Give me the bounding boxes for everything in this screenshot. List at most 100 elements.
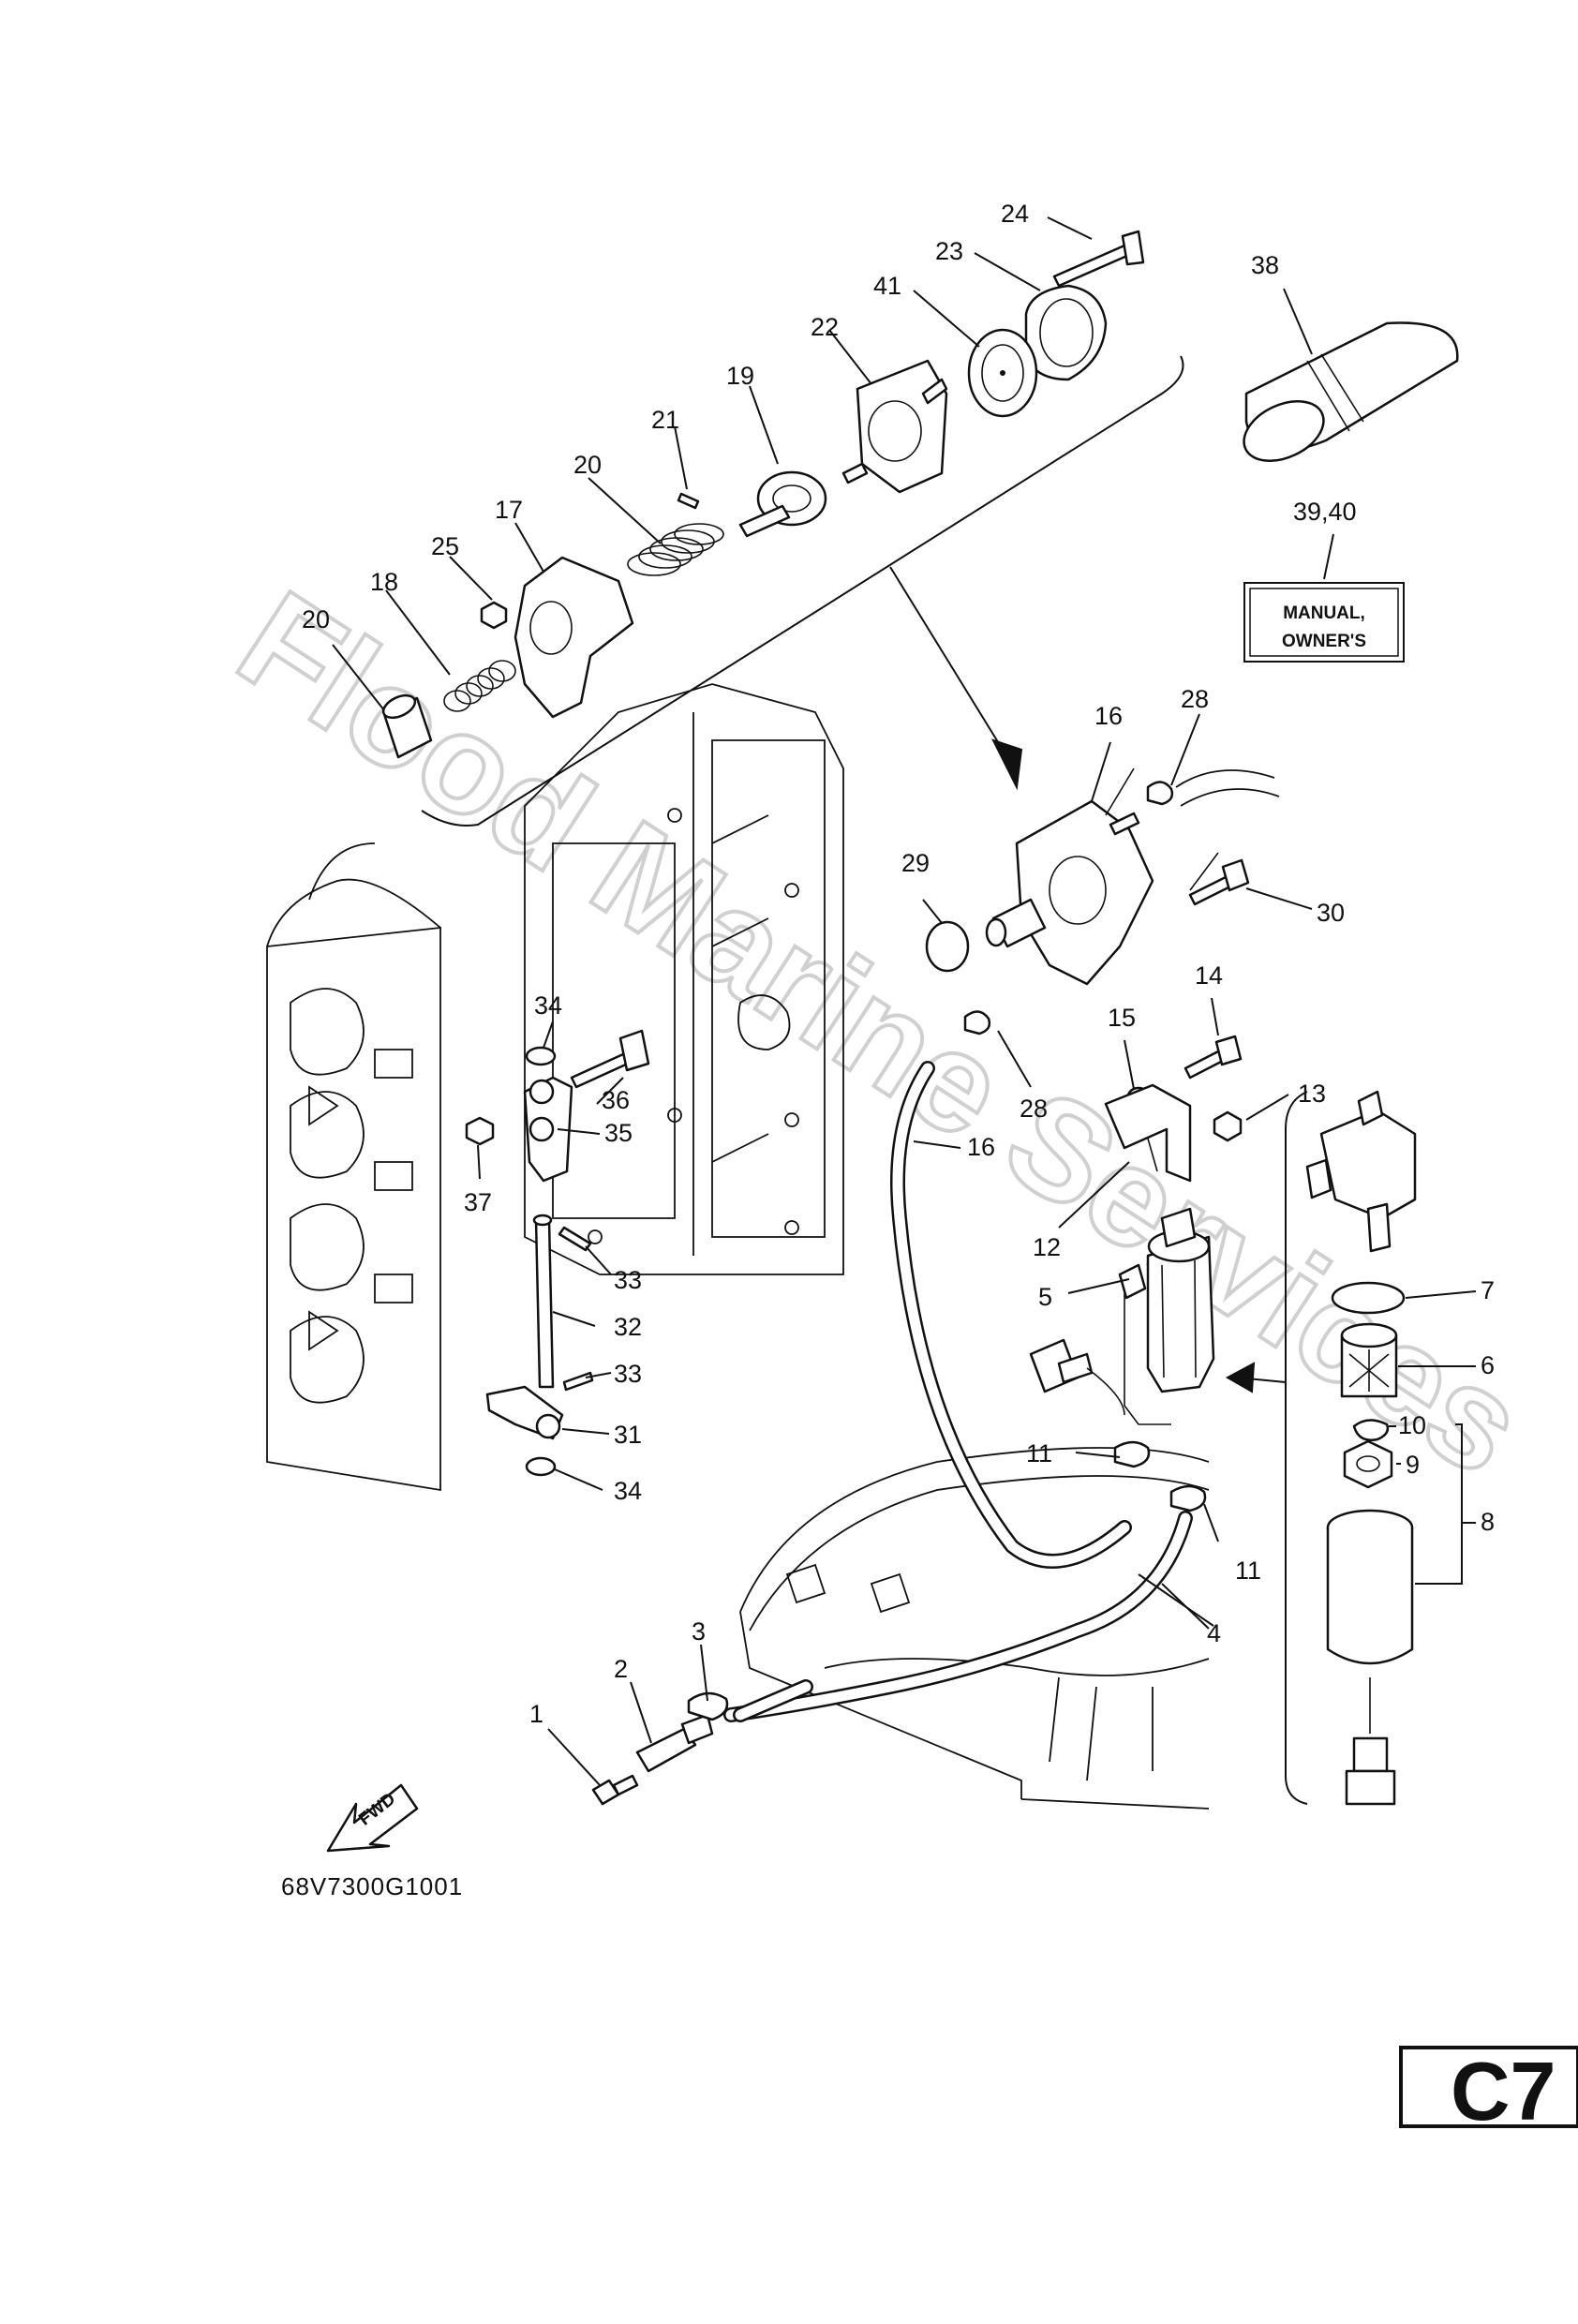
- callout-23: 21: [651, 406, 679, 434]
- part-38-sleeve: [1243, 321, 1459, 462]
- callout-25: 23: [935, 237, 963, 265]
- callout-27: 25: [431, 532, 459, 560]
- part-2-nipple: [635, 1713, 714, 1773]
- part-9-nut: [1343, 1439, 1393, 1489]
- part-23-pin: [677, 492, 700, 510]
- part-27-nut: [480, 601, 508, 630]
- part-21-spring: [627, 523, 724, 576]
- part-12-bracket: [1104, 1083, 1192, 1183]
- callout-28-lower: 28: [1020, 1095, 1048, 1123]
- filter-head: [1305, 1090, 1417, 1253]
- callout-8: 8: [1481, 1508, 1495, 1536]
- callout-12: 12: [1033, 1233, 1061, 1261]
- part-1-screw: [591, 1774, 639, 1806]
- part-35-joint: [523, 1076, 573, 1183]
- filter-connector: [1029, 1338, 1125, 1416]
- callout-30: 30: [1317, 899, 1345, 927]
- part-28-clip-lower: [963, 1010, 991, 1035]
- part-28-clip-upper: [1146, 781, 1174, 806]
- callout-33-lower: 33: [614, 1360, 642, 1388]
- callout-11-left: 11: [1026, 1439, 1052, 1467]
- callout-13: 13: [1298, 1080, 1326, 1108]
- part-36-bolt: [570, 1029, 650, 1089]
- callout-9: 9: [1406, 1451, 1420, 1479]
- part-29-o-ring: [925, 920, 970, 973]
- part-8-filter-cup: [1326, 1509, 1414, 1806]
- bottom-cowling: [739, 1447, 1210, 1810]
- callout-37: 37: [464, 1188, 492, 1216]
- part-3-clip: [687, 1691, 729, 1721]
- callout-31: 31: [614, 1421, 642, 1449]
- part-26-screw: [1052, 230, 1145, 288]
- part-18-housing: [514, 556, 634, 719]
- page-tag: C7: [1399, 2045, 1578, 2138]
- pump-outlet-hose: [1175, 769, 1280, 807]
- callout-35: 35: [604, 1119, 633, 1147]
- callout-22: 19: [726, 362, 754, 390]
- intake-manifold: [266, 842, 441, 1492]
- callout-34-lower: 34: [614, 1477, 642, 1505]
- callout-33-upper: 33: [614, 1266, 642, 1294]
- part-34-washer-lower: [525, 1456, 557, 1477]
- callout-19: 18: [370, 568, 398, 596]
- callout-14: 14: [1195, 961, 1223, 990]
- fwd-arrow: FWD: [326, 1783, 419, 1853]
- part-13-nut: [1213, 1110, 1243, 1142]
- callout-39-40: 39,40: [1293, 498, 1357, 526]
- callout-17: 16: [1094, 702, 1123, 730]
- part-41-diaphragm: [967, 328, 1038, 418]
- callout-20: 20: [302, 605, 330, 633]
- part-14-bolt: [1184, 1035, 1243, 1080]
- callout-6: 6: [1481, 1351, 1495, 1379]
- callout-1: 1: [529, 1700, 543, 1728]
- part-11-clip-left: [1113, 1440, 1151, 1468]
- part-17-fuel-pump: [985, 767, 1219, 986]
- part-5-fuel-filter: [1118, 1207, 1215, 1425]
- callout-7: 7: [1481, 1276, 1495, 1304]
- part-11-clip-right: [1169, 1484, 1207, 1512]
- callout-15: 15: [1108, 1004, 1136, 1032]
- callout-16: 16: [967, 1133, 995, 1161]
- callout-24: 22: [811, 313, 839, 341]
- part-25-cover: [1024, 284, 1108, 381]
- part-6-strainer: [1340, 1322, 1398, 1398]
- exploded-view-bracket: [421, 355, 1184, 827]
- part-20-collar: [381, 693, 433, 759]
- callout-3: 3: [692, 1617, 706, 1646]
- callout-28-upper: 28: [1181, 685, 1209, 713]
- callout-18: 17: [495, 496, 523, 524]
- part-30-bolt: [1188, 858, 1250, 906]
- part-37-plug: [465, 1116, 495, 1146]
- callout-26: 24: [1001, 200, 1029, 228]
- part-7-o-ring: [1331, 1281, 1406, 1315]
- callout-10: 10: [1398, 1411, 1426, 1439]
- callout-41: 41: [873, 272, 901, 300]
- callout-29: 29: [901, 849, 930, 877]
- owners-label-line2: OWNER'S: [1282, 632, 1366, 651]
- leader-lines: [332, 216, 1477, 1786]
- callout-36: 36: [602, 1086, 630, 1114]
- part-33-pin-lower: [562, 1371, 594, 1392]
- callouts: 24 23 41 22 19 21 20 17 25 18 20 38 39,4…: [302, 200, 1495, 1728]
- part-34-washer-upper: [525, 1046, 557, 1066]
- part-32-pipe: [532, 1214, 555, 1389]
- owners-manual-box: MANUAL, OWNER'S: [1243, 582, 1405, 663]
- callout-34-upper: 34: [534, 991, 562, 1020]
- callout-2: 2: [614, 1655, 628, 1683]
- callout-38: 38: [1251, 251, 1279, 279]
- page-tag-text: C7: [1451, 2045, 1556, 2138]
- diagram-code: 68V7300G1001: [281, 1872, 463, 1900]
- part-24-pump-body: [841, 359, 948, 494]
- callout-5: 5: [1038, 1283, 1052, 1311]
- part-33-pin-upper: [558, 1226, 592, 1252]
- part-31-elbow: [485, 1385, 564, 1440]
- owners-label-line1: MANUAL,: [1283, 603, 1365, 623]
- callout-21: 20: [573, 451, 602, 479]
- fuel-hoses: [723, 1061, 1193, 1722]
- callout-32: 32: [614, 1313, 642, 1341]
- part-22-plunger: [738, 470, 827, 538]
- callout-11-right: 11: [1235, 1557, 1261, 1585]
- callout-4: 4: [1207, 1619, 1221, 1647]
- filter-assembly-bracket: [1285, 1091, 1308, 1805]
